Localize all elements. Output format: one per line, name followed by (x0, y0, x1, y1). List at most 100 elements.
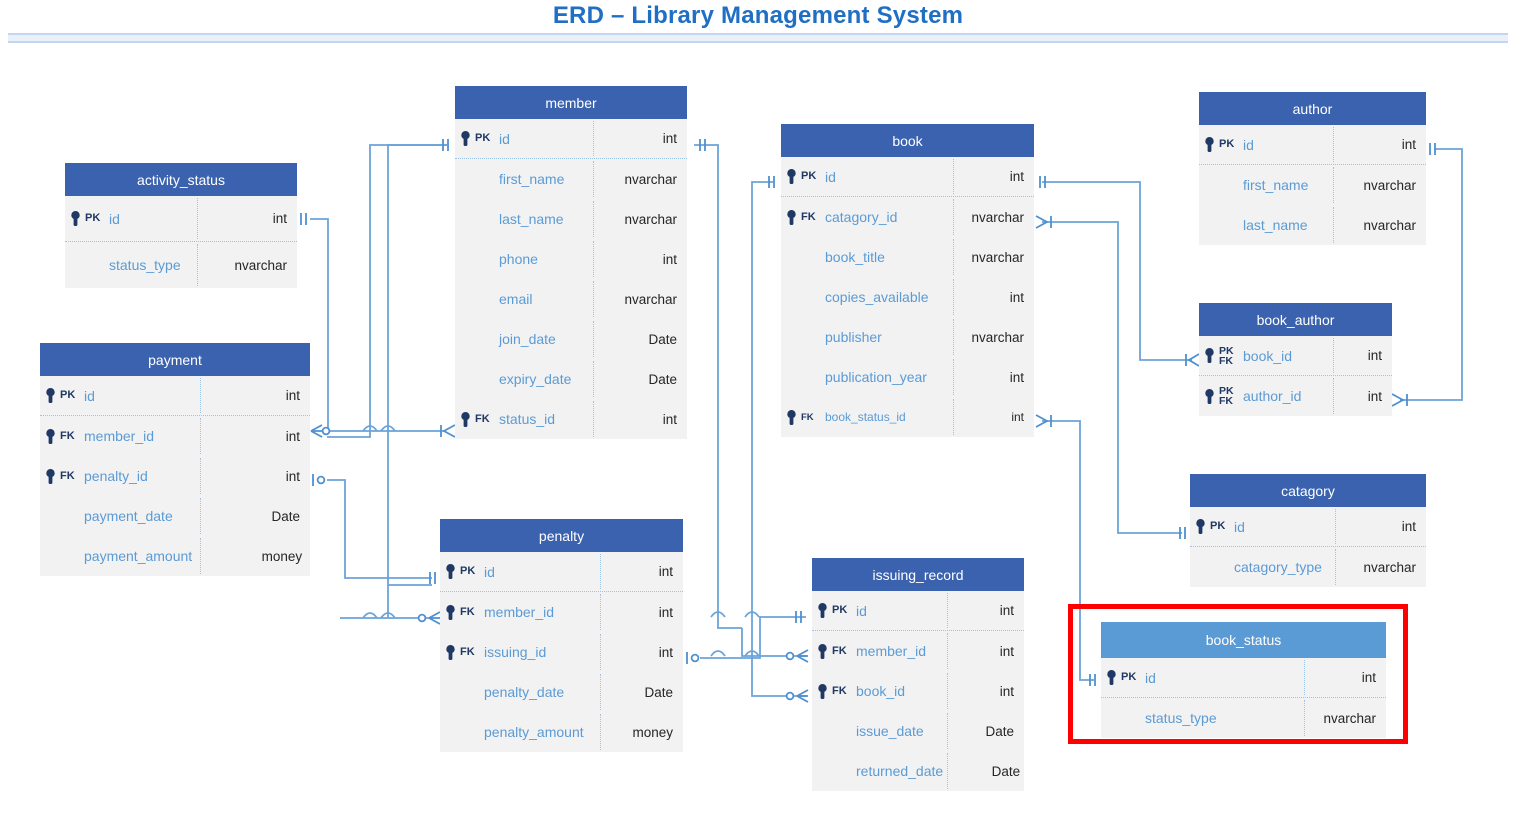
key-label: FK (460, 605, 475, 618)
field-type: int (999, 683, 1014, 699)
column-divider (953, 359, 954, 395)
key-icon (781, 209, 801, 225)
column-divider (200, 418, 201, 454)
key-label: FK (60, 469, 75, 482)
entity-header-catagory: catagory (1190, 474, 1426, 507)
entity-header-book_status: book_status (1101, 622, 1386, 658)
entity-header-book: book (781, 124, 1034, 157)
column-divider (953, 239, 954, 275)
key-label: FK (801, 411, 814, 423)
field-type: int (999, 603, 1014, 618)
column-divider (1333, 338, 1334, 373)
field-type: int (1361, 670, 1376, 685)
field-name: first_name (499, 171, 565, 187)
field-type: nvarchar (971, 249, 1024, 265)
key-label: PK (460, 565, 476, 577)
entity-header-author: author (1199, 92, 1426, 125)
column-divider (593, 361, 594, 397)
entity-header-book_author: book_author (1199, 303, 1392, 336)
entity-header-member: member (455, 86, 687, 119)
field-type: Date (985, 723, 1014, 739)
key-icon (812, 643, 832, 659)
field-type: Date (991, 763, 1021, 779)
field-name: phone (499, 251, 538, 267)
field-name: penalty_date (484, 684, 565, 700)
key-label: PK (1210, 520, 1226, 532)
wire-member-issuing (694, 144, 742, 629)
wire-issuing-penalty (700, 616, 806, 659)
column-divider (1335, 509, 1336, 544)
field-type: int (662, 131, 677, 146)
column-divider (593, 201, 594, 237)
column-divider (1333, 207, 1334, 243)
field-type: nvarchar (1363, 177, 1416, 193)
field-row: PK id int (1101, 658, 1386, 698)
key-label: PK (1121, 671, 1137, 683)
field-name: copies_available (825, 289, 929, 305)
key-icon (781, 409, 801, 425)
key-label: PK (1219, 138, 1235, 150)
column-divider (600, 554, 601, 589)
field-type: int (285, 388, 300, 403)
field-type: int (662, 411, 677, 427)
field-type: nvarchar (1323, 710, 1376, 726)
key-label: PK (801, 170, 817, 182)
column-divider (593, 281, 594, 317)
column-divider (1333, 378, 1334, 414)
field-type: nvarchar (624, 211, 677, 227)
field-type: int (658, 564, 673, 579)
field-name: book_title (825, 249, 885, 265)
book-status-highlight-box (1068, 604, 1408, 744)
field-name: id (1145, 669, 1156, 686)
key-label: PK (475, 132, 491, 144)
column-divider (200, 538, 201, 574)
field-name: payment_date (84, 508, 173, 524)
field-type: Date (648, 331, 677, 347)
column-divider (1304, 660, 1305, 695)
entity-header-payment: payment (40, 343, 310, 376)
field-type: nvarchar (971, 209, 1024, 225)
field-name: catagory_type (1234, 559, 1322, 575)
column-divider (593, 161, 594, 197)
key-icon (40, 388, 60, 403)
field-type: int (285, 468, 300, 484)
column-divider (1335, 549, 1336, 585)
field-name: book_id (1243, 347, 1293, 364)
field-name: issuing_id (484, 644, 547, 660)
field-name: last_name (1243, 217, 1308, 233)
column-divider (593, 241, 594, 277)
key-icon (440, 604, 460, 620)
field-name: penalty_id (84, 468, 148, 484)
